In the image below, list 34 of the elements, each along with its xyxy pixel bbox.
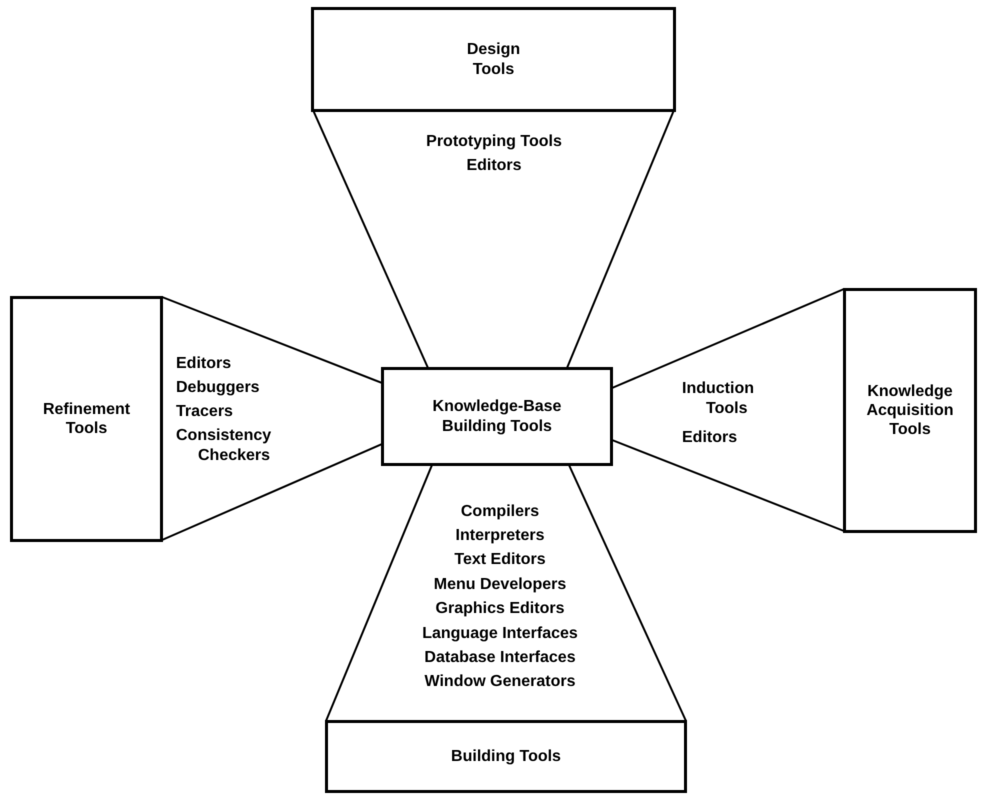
tool-list-item: Menu Developers xyxy=(434,575,566,595)
tool-box xyxy=(381,367,613,466)
tool-list-item: Interpreters xyxy=(456,526,544,546)
box-title: Refinement Tools xyxy=(42,400,132,438)
tool-box xyxy=(10,296,163,542)
box-title: Knowledge Acquisition Tools xyxy=(865,382,955,440)
tool-box xyxy=(843,288,977,533)
tool-box xyxy=(311,7,676,112)
connector-line xyxy=(612,288,844,389)
tool-list-item: Editors xyxy=(176,354,232,374)
tool-list-item: Editors xyxy=(466,156,522,176)
box-title: Knowledge-Base Building Tools xyxy=(432,397,562,436)
tool-list-item: Prototyping Tools xyxy=(426,132,562,152)
box-title: Building Tools xyxy=(451,746,561,766)
tool-list-item: Consistency Checkers xyxy=(176,426,272,466)
tool-list-item: Text Editors xyxy=(454,550,546,570)
tool-list-item: Debuggers xyxy=(176,378,260,398)
connector-line xyxy=(325,464,433,722)
connector-line xyxy=(312,110,429,368)
tool-list-item: Language Interfaces xyxy=(422,624,578,644)
connector-line xyxy=(162,296,382,384)
tool-list-item: Window Generators xyxy=(424,672,576,692)
tool-list-item: Induction Tools xyxy=(682,379,755,419)
connector-line xyxy=(162,443,382,541)
box-title: Design Tools xyxy=(466,40,522,79)
tool-list-item: Compilers xyxy=(460,502,540,522)
tool-list-item: Tracers xyxy=(176,402,233,422)
connector-line xyxy=(568,464,687,722)
tool-list-item: Database Interfaces xyxy=(424,648,576,668)
connector-line xyxy=(612,439,844,532)
tool-list-item: Editors xyxy=(682,428,738,448)
tool-box xyxy=(325,720,687,793)
connector-line xyxy=(566,110,675,368)
tool-list-item: Graphics Editors xyxy=(436,599,564,619)
